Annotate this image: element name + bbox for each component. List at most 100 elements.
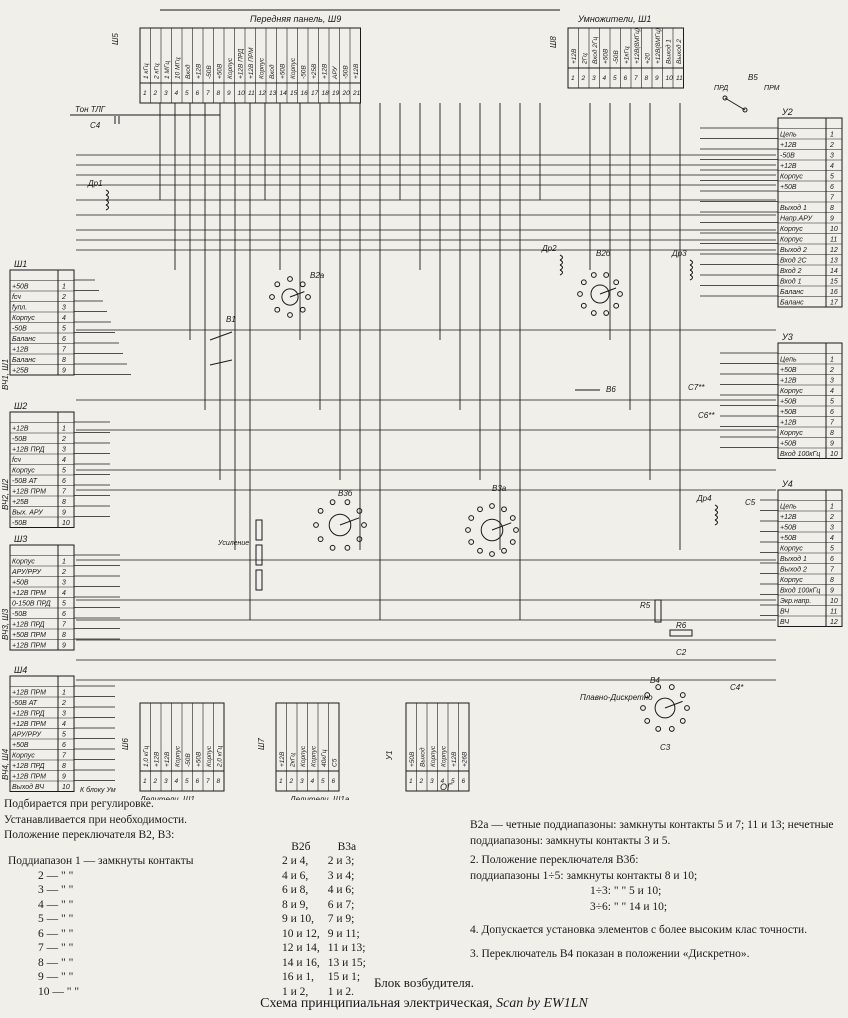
u2-connector-pin-number: 4 xyxy=(830,163,834,170)
switch-b2b-contact xyxy=(580,302,587,309)
sh7-connector-pin-label: Корпус xyxy=(300,745,307,767)
b5-label: В5 xyxy=(748,73,758,82)
sh2-connector-pin-label: -50В xyxy=(12,520,27,527)
c3-label: С3 xyxy=(660,743,671,752)
u4-connector-pin-number: 2 xyxy=(829,514,834,521)
u2-connector-pin-number: 16 xyxy=(830,289,838,296)
u2-connector-pin-label: Вход 2 xyxy=(780,267,802,275)
front-panel-connector-pin-number: 5 xyxy=(185,90,189,97)
switch-b4-contact xyxy=(668,726,675,732)
switch-b3a-contact xyxy=(509,539,516,545)
switch-b2a-contact xyxy=(287,276,293,282)
u1-label: У1 xyxy=(385,750,394,761)
multipliers-connector-pin-number: 3 xyxy=(592,75,596,82)
switch-b4-contact xyxy=(644,692,651,698)
switch-b3a-contact xyxy=(509,515,516,521)
multipliers-connector-pin-number: 7 xyxy=(634,75,638,82)
front-panel-connector-pin-label: +12В ПРД xyxy=(238,48,245,79)
sh7-label: Ш7 xyxy=(257,738,266,750)
switch-b2b-wiper xyxy=(599,287,617,295)
u3-connector-pin-label: Корпус xyxy=(780,388,803,395)
note-install: Устанавливается при необходимости. xyxy=(4,813,188,826)
u1-connector-pin-label: +26В xyxy=(462,751,469,767)
sh3-connector-pin-label: +12В ПРМ xyxy=(12,643,46,650)
table-cell-b3a: 9 и 11; xyxy=(327,927,360,940)
u4-connector-pin-number: 7 xyxy=(830,567,835,574)
resistor-r6 xyxy=(669,629,693,637)
sh4-connector xyxy=(9,675,75,792)
b5-contact xyxy=(724,97,746,111)
sh2-connector-pin-number: 8 xyxy=(62,499,66,506)
front-panel-connector-pin-label: Вход xyxy=(268,64,276,79)
sh2-connector-pin-number: 10 xyxy=(62,520,70,527)
multipliers-connector-pin-label: +12В(8МГц) xyxy=(634,28,641,64)
front-panel-connector-pin-label: +50В xyxy=(280,63,287,79)
switch-b2b-contact xyxy=(580,279,587,286)
sh1-connector-pin-number: 2 xyxy=(61,294,66,301)
sh1-connector-pin-label: Корпус xyxy=(12,315,35,322)
front-panel-connector-pin-label: 2 кГц xyxy=(154,63,161,80)
sh3-connector-label: Ш3 xyxy=(14,534,27,544)
u3-connector-pin-number: 1 xyxy=(830,357,834,364)
sh1-connector-pin-label: Баланс xyxy=(12,336,36,343)
sh7-connector-pin-label: 2кГц xyxy=(290,753,297,768)
front-panel-connector-pin-label: +25В xyxy=(311,63,318,79)
multipliers-connector-pin-number: 10 xyxy=(666,75,674,82)
switch-b2b-contact xyxy=(603,272,610,278)
sh7-connector-pin-number: 5 xyxy=(321,778,325,785)
sh4-connector-pin-number: 3 xyxy=(62,711,66,718)
u2-connector-pin-number: 10 xyxy=(830,226,838,233)
u2-connector-pin-label: +50В xyxy=(780,184,797,191)
sh4-connector-pin-label: +12В ПРМ xyxy=(12,774,46,781)
table-cell-b3a: 1 и 2. xyxy=(327,985,355,998)
multipliers-connector-pin-number: 1 xyxy=(571,75,575,82)
sh1-connector-pin-label: fсч xyxy=(12,294,21,301)
switch-b3a-contact xyxy=(501,547,507,554)
table-row: 9 — " "16 и 1,15 и 1; xyxy=(4,970,370,985)
switch-b3b-label: В3б xyxy=(338,489,353,498)
sh3-connector-pin-label: +12В ПРД xyxy=(12,622,45,629)
note-select: Подбирается при регулировке. xyxy=(4,798,154,810)
u2-connector-pin-number: 6 xyxy=(830,184,834,191)
choke-dr3-coil xyxy=(689,274,693,281)
choke-dr1-coil xyxy=(105,194,109,201)
sh7-connector-pin-label: Корпус xyxy=(311,745,318,767)
div2-label: Делители, Ш1а xyxy=(289,795,350,800)
u4-connector-pin-number: 5 xyxy=(830,546,834,553)
u2-connector-label: У2 xyxy=(781,107,793,117)
u2-connector-pin-number: 2 xyxy=(829,142,834,149)
choke-dr4-coil xyxy=(714,519,718,526)
sh1-connector-pin-number: 8 xyxy=(62,357,66,364)
switch-b3a-label: В3а xyxy=(492,484,507,493)
u3-connector-pin-number: 7 xyxy=(830,420,835,427)
choke-dr3-coil xyxy=(689,259,693,266)
u2-connector-pin-label: +12В xyxy=(780,142,797,149)
table-cell-b2b: 12 и 14, xyxy=(282,942,320,955)
sh1-connector-pin-number: 3 xyxy=(62,305,66,312)
u1-connector-pin-number: 1 xyxy=(409,778,413,785)
switch-b4-contact xyxy=(655,684,662,690)
sh6-connector-pin-number: 8 xyxy=(217,778,221,785)
vch1-label: ВЧ1, Ш1 xyxy=(1,359,10,390)
sh3-connector-pin-label: 0-150В ПРД xyxy=(12,601,51,608)
sh4-connector-pin-number: 6 xyxy=(62,742,66,749)
sh7-connector-pin-number: 2 xyxy=(289,778,294,785)
switch-position-table: В2б В3а Поддиапазон 1 — замкнуты контакт… xyxy=(4,840,370,999)
sh4-connector-pin-label: Корпус xyxy=(12,753,35,760)
sh7-connector-pin-number: 4 xyxy=(311,778,315,785)
front-panel-connector-pin-label: 1 МГц xyxy=(164,61,171,79)
u3-connector-pin-label: +50В xyxy=(780,367,797,374)
choke-dr4-coil xyxy=(714,504,718,511)
table-cell-b2b: 10 и 12, xyxy=(282,927,320,940)
u2-connector-pin-label: +12В xyxy=(780,163,797,170)
table-cell-label: Поддиапазон 1 — замкнуты контакты xyxy=(8,855,194,868)
switch-b2b-contact xyxy=(613,279,620,286)
switch-b3a-wiper xyxy=(491,522,512,531)
sh4-connector-pin-label: +12В ПРД xyxy=(12,763,45,770)
sh2-connector-pin-number: 4 xyxy=(62,457,66,464)
multipliers-connector-pin-number: 5 xyxy=(613,75,617,82)
front-panel-connector-pin-number: 16 xyxy=(301,90,309,97)
sh3-connector-pin-number: 8 xyxy=(62,632,66,639)
choke-dr2-coil xyxy=(559,259,563,266)
sh1-connector-pin-number: 7 xyxy=(62,347,67,354)
